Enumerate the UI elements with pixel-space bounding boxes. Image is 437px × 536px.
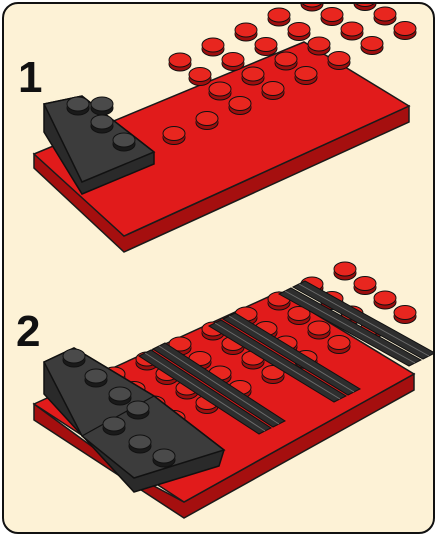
red-stud xyxy=(209,82,231,100)
red-stud xyxy=(328,52,350,70)
black-stud xyxy=(127,401,149,419)
red-stud xyxy=(361,37,383,55)
red-stud xyxy=(394,306,416,324)
black-stud xyxy=(103,417,125,435)
black-stud xyxy=(129,435,151,453)
black-stud xyxy=(91,97,113,115)
red-stud xyxy=(268,8,290,26)
black-stud xyxy=(153,449,175,467)
red-stud xyxy=(196,112,218,130)
red-stud xyxy=(354,277,376,295)
red-stud xyxy=(169,53,191,71)
red-stud xyxy=(328,336,350,354)
red-stud xyxy=(255,38,277,56)
red-stud xyxy=(163,127,185,145)
red-stud xyxy=(341,22,363,40)
black-stud xyxy=(109,387,131,405)
red-stud xyxy=(275,52,297,70)
red-stud xyxy=(334,262,356,280)
black-stud xyxy=(91,115,113,133)
red-stud xyxy=(374,291,396,309)
black-stud xyxy=(67,97,89,115)
red-stud xyxy=(288,23,310,41)
red-stud xyxy=(222,53,244,71)
red-stud xyxy=(308,37,330,55)
red-stud xyxy=(242,67,264,85)
black-stud xyxy=(113,133,135,151)
red-stud xyxy=(308,321,330,339)
red-stud xyxy=(235,23,257,41)
red-stud xyxy=(202,38,224,56)
red-stud xyxy=(354,4,376,11)
red-stud xyxy=(301,4,323,11)
black-stud xyxy=(63,349,85,367)
red-stud xyxy=(394,22,416,40)
red-stud xyxy=(189,68,211,86)
red-stud xyxy=(321,8,343,26)
red-stud xyxy=(262,82,284,100)
red-stud xyxy=(374,7,396,25)
red-stud xyxy=(295,67,317,85)
step-1-illustration xyxy=(4,4,433,532)
red-stud xyxy=(229,97,251,115)
black-stud xyxy=(85,369,107,387)
